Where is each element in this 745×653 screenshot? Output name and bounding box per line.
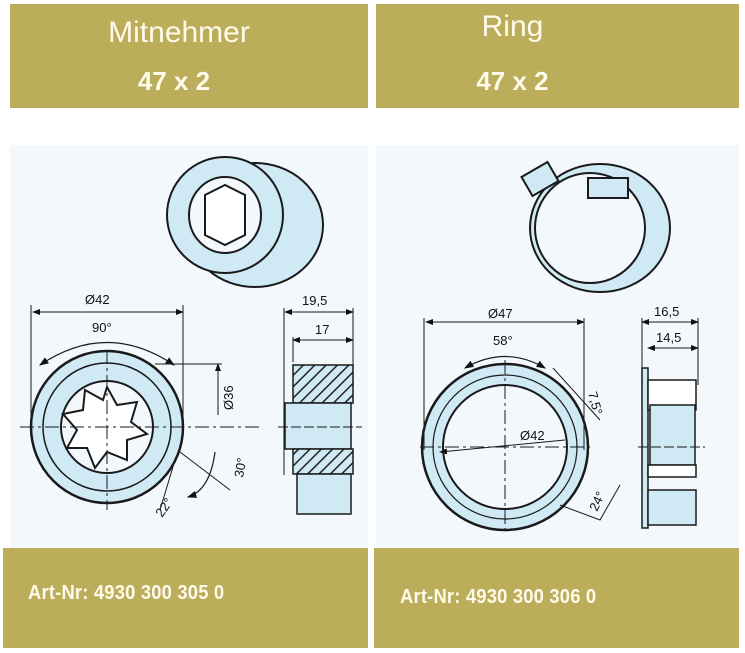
dim-inner-diameter: Ø36 bbox=[221, 385, 236, 410]
dim-width-total: 19,5 bbox=[302, 293, 327, 308]
product-title: Mitnehmer bbox=[108, 16, 250, 49]
dim-width-inner: 14,5 bbox=[656, 330, 681, 345]
dim-angle-bottom: 24° bbox=[586, 489, 608, 513]
dim-width-total: 16,5 bbox=[654, 304, 679, 319]
ring-front-view bbox=[420, 318, 621, 535]
header-mitnehmer: Mitnehmer 47 x 2 bbox=[10, 4, 368, 108]
footer-ring: Art-Nr: 4930 300 306 0 bbox=[374, 548, 739, 648]
dim-outer-diameter: Ø42 bbox=[85, 292, 110, 307]
dim-outer-diameter: Ø47 bbox=[488, 306, 513, 321]
dim-angle-side: 30° bbox=[231, 457, 249, 479]
article-number: Art-Nr: 4930 300 305 0 bbox=[28, 582, 225, 604]
dim-angle-bottom: 22° bbox=[152, 495, 176, 520]
article-number: Art-Nr: 4930 300 306 0 bbox=[400, 586, 597, 608]
header-ring: Ring 47 x 2 bbox=[376, 4, 739, 108]
product-size: 47 x 2 bbox=[137, 66, 211, 96]
mitnehmer-front-view bbox=[20, 305, 260, 511]
ring-3d-icon bbox=[520, 160, 671, 293]
dim-angle-side: 7,5° bbox=[585, 390, 606, 416]
mitnehmer-side-view bbox=[278, 308, 362, 515]
product-title: Ring bbox=[481, 10, 544, 43]
dim-angle-top: 90° bbox=[92, 320, 112, 335]
footer-mitnehmer: Art-Nr: 4930 300 305 0 bbox=[3, 548, 368, 648]
dim-width-inner: 17 bbox=[315, 322, 329, 337]
mitnehmer-3d-icon bbox=[166, 156, 324, 288]
dim-inner-diameter: Ø42 bbox=[520, 428, 545, 443]
ring-side-view bbox=[638, 318, 705, 529]
dim-angle-top: 58° bbox=[493, 333, 513, 348]
product-size: 47 x 2 bbox=[476, 66, 549, 96]
